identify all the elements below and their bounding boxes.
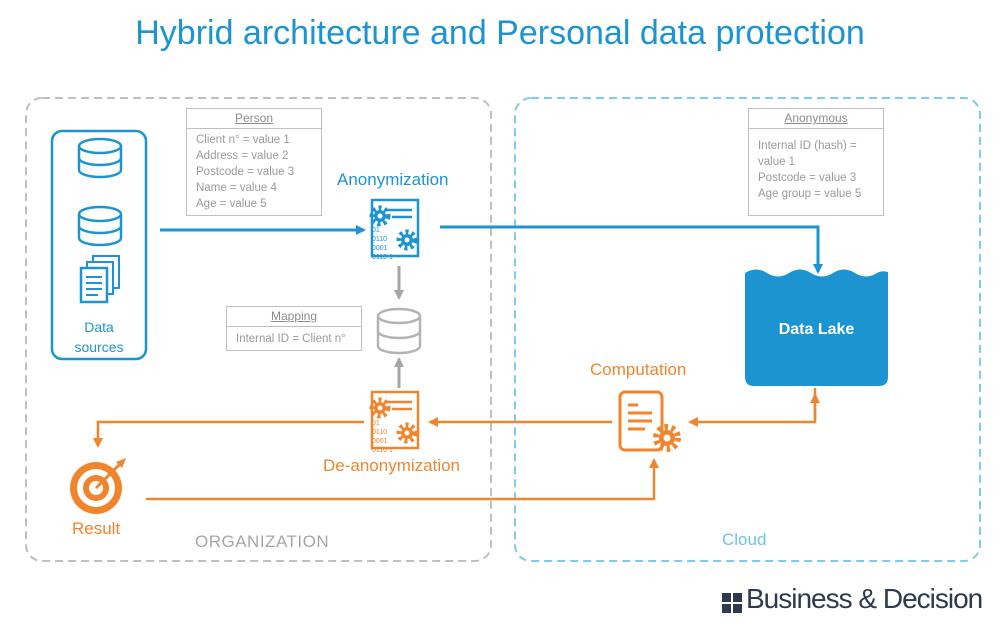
svg-text:0001: 0001 bbox=[372, 438, 388, 445]
arrow-anonymization-to-lake bbox=[440, 225, 823, 274]
svg-text:0110 1: 0110 1 bbox=[372, 447, 393, 454]
person-box: Person Client n° = value 1 Address = val… bbox=[186, 108, 322, 216]
svg-text:0001: 0001 bbox=[372, 245, 388, 252]
person-line: Age = value 5 bbox=[196, 198, 267, 210]
person-box-title: Person bbox=[187, 109, 321, 129]
arrow-deanonymization-to-result bbox=[93, 420, 364, 448]
database-icon bbox=[77, 205, 123, 247]
svg-text:01: 01 bbox=[372, 420, 380, 427]
cloud-zone-label: Cloud bbox=[722, 530, 767, 549]
computation-document-gear-icon bbox=[618, 390, 681, 452]
business-decision-logo: Business & Decision bbox=[746, 583, 983, 614]
anonymous-line: Internal ID (hash) = bbox=[758, 140, 857, 152]
svg-text:01: 01 bbox=[372, 227, 380, 234]
mapping-database-icon bbox=[376, 307, 422, 355]
documents-icon bbox=[79, 255, 120, 304]
data-lake-icon bbox=[745, 269, 888, 386]
person-line: Name = value 4 bbox=[196, 182, 277, 194]
computation-label: Computation bbox=[590, 360, 687, 379]
person-line: Address = value 2 bbox=[196, 150, 289, 162]
anonymous-box: Anonymous Internal ID (hash) = value 1 P… bbox=[748, 108, 884, 216]
data-sources-label-line1: Data bbox=[84, 319, 114, 335]
arrow-lake-to-computation bbox=[688, 388, 817, 427]
deanonymization-icon: 01 0110 0001 0110 1 bbox=[372, 390, 420, 454]
anonymous-line: value 1 bbox=[758, 156, 796, 168]
data-lake-label: Data Lake bbox=[778, 321, 855, 338]
cloud-zone bbox=[514, 97, 981, 562]
person-line: Postcode = value 3 bbox=[196, 166, 295, 178]
organization-zone-label: ORGANIZATION bbox=[195, 532, 330, 551]
deanonymization-label: De-anonymization bbox=[323, 456, 461, 475]
arrow-result-to-computation bbox=[146, 458, 659, 501]
svg-text:0110: 0110 bbox=[372, 429, 387, 436]
mapping-line: Internal ID = Client n° bbox=[236, 333, 346, 345]
database-icon bbox=[77, 137, 123, 179]
business-decision-logo-mark bbox=[722, 593, 742, 613]
anonymization-icon: 01 0110 0001 0110 1 bbox=[372, 198, 420, 261]
anonymous-line: Age group = value 5 bbox=[758, 188, 862, 200]
target-icon bbox=[70, 458, 126, 514]
svg-text:0110 1: 0110 1 bbox=[372, 254, 393, 261]
organization-zone bbox=[25, 97, 492, 562]
person-line: Client n° = value 1 bbox=[196, 134, 290, 146]
data-sources-label-line2: sources bbox=[74, 339, 124, 355]
svg-text:0110: 0110 bbox=[372, 236, 387, 243]
mapping-box: Mapping Internal ID = Client n° bbox=[226, 306, 362, 351]
anonymous-line: Postcode = value 3 bbox=[758, 172, 857, 184]
anonymous-box-title: Anonymous bbox=[749, 109, 883, 129]
anonymization-label: Anonymization bbox=[337, 170, 449, 189]
result-label: Result bbox=[72, 519, 121, 538]
page-title: Hybrid architecture and Personal data pr… bbox=[135, 14, 865, 52]
mapping-box-title: Mapping bbox=[227, 307, 361, 327]
